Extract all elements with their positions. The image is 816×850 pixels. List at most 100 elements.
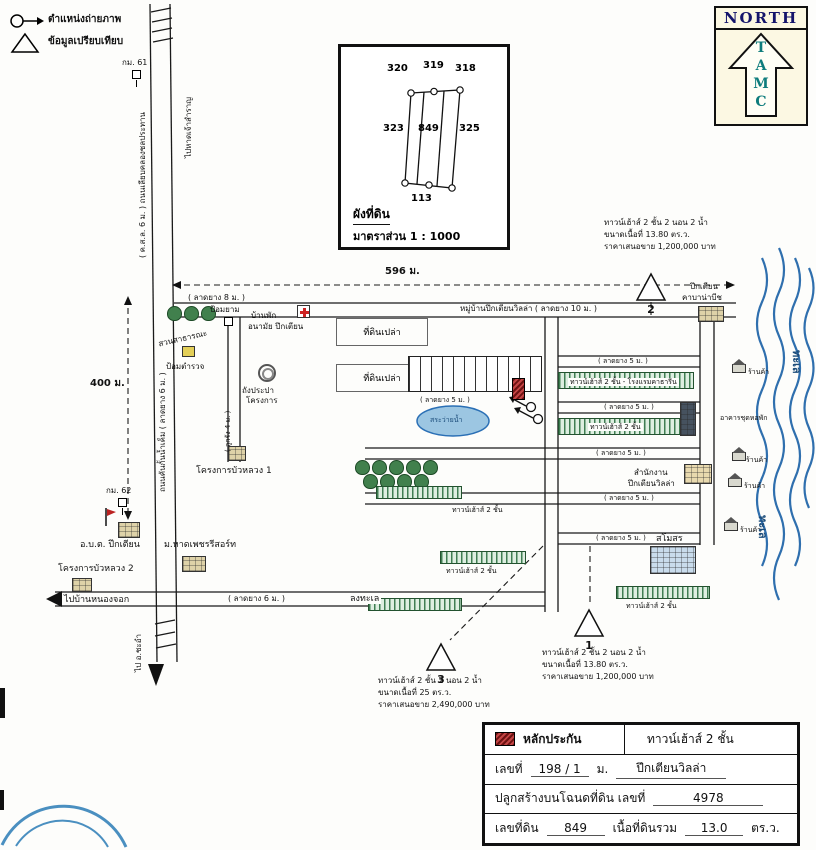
cabana-label-2: คาบาน่าบีช — [682, 293, 722, 302]
comparison-marker-3: 3 — [425, 642, 457, 686]
collateral-header-left: หลักประกัน — [485, 725, 625, 754]
village-trees-row-1 — [354, 460, 439, 476]
flag-icon — [105, 508, 116, 526]
collateral-deed-row: ปลูกสร้างบนโฉนดที่ดิน เลขที่ 4978 — [485, 785, 797, 815]
distance-400: 400 ม. — [90, 378, 125, 389]
townhouse-row-4 — [440, 551, 526, 564]
svg-text:2: 2 — [647, 303, 655, 316]
collateral-label: หลักประกัน — [523, 731, 582, 746]
bualuang2-label: โครงการบัวหลวง 2 — [58, 564, 134, 574]
road-to-chaam-label: ไป อ.ชะอำ — [134, 633, 143, 672]
townhouse-row-3-label: ทาวน์เฮ้าส์ 2 ชั้น — [452, 506, 503, 514]
townhouse-row-6-label: ทาวน์เฮ้าส์ 2 ชั้น — [626, 602, 677, 610]
police-box-icon — [182, 346, 195, 357]
compass-letter-t: T — [755, 40, 767, 56]
comp3-line1: ทาวน์เฮ้าส์ 2 ชั้น 2 นอน 2 น้ำ — [378, 676, 482, 685]
distance-596: 596 ม. — [385, 266, 420, 277]
parcel-325: 325 — [459, 123, 480, 134]
scan-artifact-2 — [0, 790, 4, 810]
svg-text:1: 1 — [585, 639, 593, 652]
deed-label: ปลูกสร้างบนโฉนดที่ดิน เลขที่ — [495, 791, 646, 806]
street-paved5-label-5: ( ลาดยาง 5 ม. ) — [602, 494, 656, 503]
street-paved5-label-3: ( ลาดยาง 5 ม. ) — [602, 403, 656, 412]
pool-label: สระว่ายน้ำ — [430, 416, 463, 424]
swimming-pool-shape — [416, 405, 490, 437]
address-no-value: 198 / 1 — [530, 762, 589, 777]
inset-title: ผังที่ดิน — [353, 205, 390, 225]
scan-blue-arc — [0, 804, 128, 848]
village-abbr-label: ม. — [596, 761, 609, 776]
area-unit-label: ตร.ว. — [751, 821, 780, 836]
collateral-hatch-swatch — [495, 732, 515, 747]
water-tank-icon — [258, 364, 276, 382]
shop-2-label: ร้านค้า — [746, 456, 768, 464]
parcel-323: 323 — [383, 123, 404, 134]
parcel-113: 113 — [411, 193, 432, 204]
water-tank-label-1: ถังประปา — [242, 386, 274, 395]
collateral-header-row: หลักประกัน ทาวน์เฮ้าส์ 2 ชั้น — [485, 725, 797, 755]
comparison-marker-2: 2 — [635, 272, 667, 316]
townhouse-row-4-label: ทาวน์เฮ้าส์ 2 ชั้น — [446, 567, 497, 575]
plot-diagram — [401, 86, 464, 192]
photo-position-icon — [10, 14, 44, 28]
condo-building-icon — [680, 402, 696, 436]
north-arrow-icon — [727, 32, 795, 117]
office-building-icon — [684, 464, 712, 484]
shop-4-icon — [724, 517, 738, 531]
obt-label: อ.บ.ต. ปึกเตียน — [80, 540, 140, 550]
parcel-320: 320 — [387, 63, 408, 74]
comp3-line3: ราคาเสนอขาย 2,490,000 บาท — [378, 700, 490, 709]
bualuang1-building-icon — [228, 446, 246, 461]
parcel-319: 319 — [423, 60, 444, 71]
shop-3-label: ร้านค้า — [744, 482, 766, 490]
vacant-land-2-label: ที่ดินเปล่า — [363, 374, 401, 384]
road-paved8-label: ( ลาดยาง 8 ม. ) — [188, 293, 245, 302]
comp2-line1: ทาวน์เฮ้าส์ 2 ชั้น 2 นอน 2 น้ำ — [604, 218, 708, 227]
km-62-label: กม. 62 — [106, 486, 132, 495]
arrowheads — [46, 281, 735, 686]
compass-letter-m: M — [753, 76, 769, 92]
office-label-1: สำนักงาน — [634, 468, 668, 477]
collateral-table: หลักประกัน ทาวน์เฮ้าส์ 2 ชั้น เลขที่ 198… — [482, 722, 800, 846]
cabana-building-icon — [698, 306, 724, 322]
subject-property-unit — [512, 378, 525, 400]
road-dike-label: ถนนคันกั้นน้ำเค็ม ( ลาดยาง 6 ม. ) — [158, 372, 167, 492]
clubhouse-building-icon — [650, 546, 696, 574]
obt-building-icon — [118, 522, 140, 538]
clubhouse-label: สโมสร — [656, 534, 683, 544]
comp2-line3: ราคาเสนอขาย 1,200,000 บาท — [604, 242, 716, 251]
svg-text:3: 3 — [437, 673, 445, 686]
collateral-type: ทาวน์เฮ้าส์ 2 ชั้น — [647, 731, 734, 746]
comp1-line2: ขนาดเนื้อที่ 13.80 ตร.ว. — [542, 660, 628, 669]
guard-post-label: ป้อมยาม — [210, 305, 240, 314]
compass-letter-a: A — [755, 58, 767, 74]
shop-2-icon — [732, 447, 746, 461]
plot-plan-inset: 320 319 318 323 849 325 113 ผังที่ดิน มา… — [338, 44, 510, 250]
shop-1-icon — [732, 359, 746, 373]
km-61-label: กม. 61 — [122, 58, 148, 67]
collateral-address-row: เลขที่ 198 / 1 ม. ปึกเตียนวิลล่า — [485, 755, 797, 785]
village-main-road-label: หมู่บ้านปึกเตียนวิลล่า ( ลาดยาง 10 ม. ) — [458, 304, 600, 314]
comp3-line2: ขนาดเนื้อที่ 25 ตร.ว. — [378, 688, 452, 697]
area-value: 13.0 — [685, 821, 744, 837]
hotel-row-label: ทาวน์เฮ้าส์ 2 ชั้น - โรงแรมคาธารีน — [568, 378, 679, 387]
scan-artifact-1 — [0, 688, 5, 718]
sea-label-2: ทะเล — [756, 515, 769, 539]
sea-label-1: ทะเล — [790, 350, 803, 374]
bualuang1-label: โครงการบัวหลวง 1 — [196, 466, 272, 476]
police-box-label: ป้อมตำรวจ — [166, 362, 205, 371]
resort-building-icon — [182, 556, 206, 572]
health-office-label-2: อนามัย ปึกเตียน — [248, 322, 304, 331]
road-paved6-label: ( ลาดยาง 6 ม. ) — [226, 594, 287, 604]
street-paved5-label-6: ( ลาดยาง 5 ม. ) — [594, 534, 648, 543]
address-no-label: เลขที่ — [495, 761, 523, 776]
cabana-label-1: ปึกเตียน — [690, 282, 719, 291]
street-paved5-label-4: ( ลาดยาง 5 ม. ) — [594, 449, 648, 458]
photo-point-icons — [509, 396, 544, 425]
parcel-no-label: เลขที่ดิน — [495, 821, 539, 836]
parcel-849-subject: 849 — [418, 123, 439, 134]
street-paved5-label-2: ( ลาดยาง 5 ม. ) — [596, 357, 650, 366]
road-to-beach-label: ไปหาดเจ้าสำราญ — [184, 97, 193, 158]
park-trees-icon — [166, 306, 217, 322]
